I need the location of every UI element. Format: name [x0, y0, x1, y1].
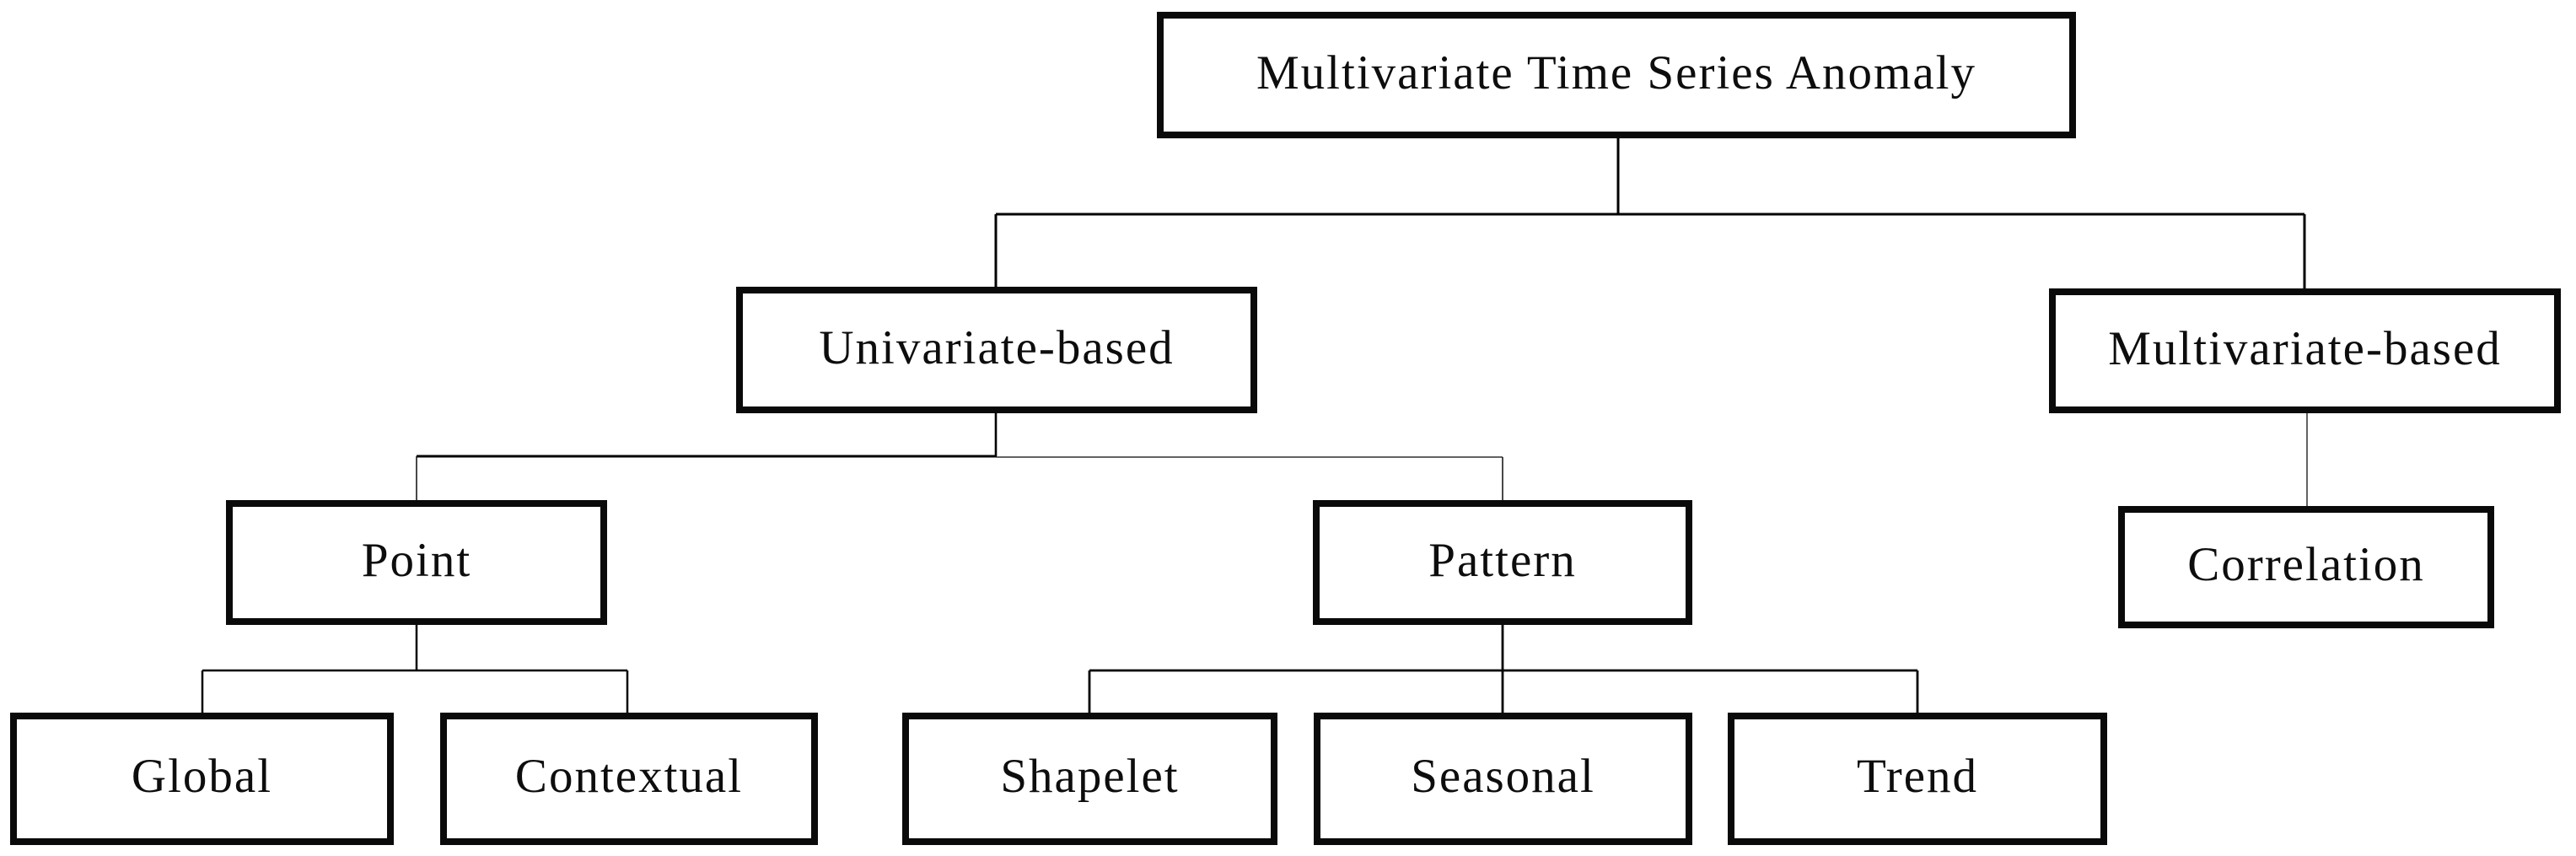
- node-label: Multivariate Time Series Anomaly: [1256, 46, 1977, 100]
- node-label: Seasonal: [1411, 750, 1595, 803]
- connector-root-to-level2: [994, 138, 2306, 290]
- node-label: Multivariate-based: [2108, 321, 2502, 375]
- node-trend: Trend: [1728, 713, 2107, 845]
- node-univariate-based: Univariate-based: [736, 287, 1257, 413]
- node-label: Point: [361, 533, 472, 587]
- node-multivariate-based: Multivariate-based: [2049, 288, 2561, 413]
- connector-point-to-children: [201, 625, 629, 714]
- node-correlation: Correlation: [2118, 506, 2494, 628]
- node-pattern: Pattern: [1313, 500, 1692, 625]
- node-label: Global: [131, 750, 273, 803]
- node-contextual: Contextual: [440, 713, 818, 845]
- node-label: Correlation: [2187, 538, 2425, 591]
- node-label: Contextual: [514, 750, 744, 803]
- node-global: Global: [10, 713, 394, 845]
- node-label: Pattern: [1428, 533, 1577, 587]
- connector-pattern-to-children: [1088, 625, 1919, 714]
- node-label: Univariate-based: [819, 320, 1175, 374]
- node-point: Point: [226, 500, 607, 625]
- connector-univariate-to-children: [416, 413, 1503, 502]
- node-label: Trend: [1856, 750, 1979, 803]
- node-multivariate-time-series-anomaly: Multivariate Time Series Anomaly: [1157, 12, 2076, 138]
- node-shapelet: Shapelet: [902, 713, 1277, 845]
- node-label: Shapelet: [1000, 750, 1180, 803]
- node-seasonal: Seasonal: [1314, 713, 1692, 845]
